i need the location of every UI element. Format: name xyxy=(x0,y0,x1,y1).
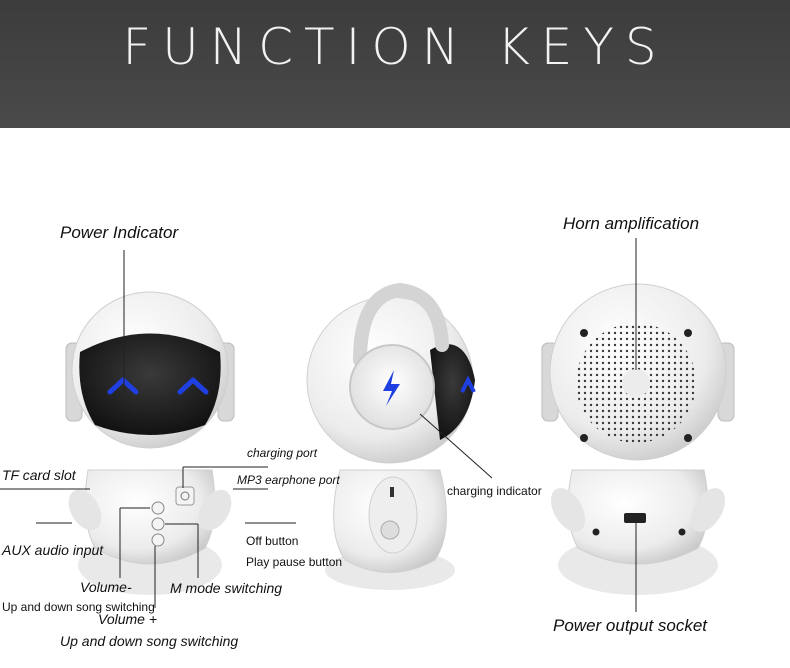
off-button-label: Off button xyxy=(246,534,299,548)
usb-port-icon xyxy=(624,513,646,523)
tf-card-slot-label: TF card slot xyxy=(2,467,76,483)
left-eye-icon xyxy=(107,377,139,395)
volume-minus-label: Volume- xyxy=(80,579,132,595)
volume-plus-label: Volume + xyxy=(98,611,158,627)
m-mode-switching-label: M mode switching xyxy=(170,580,283,596)
robot-back xyxy=(541,283,735,595)
power-indicator-label: Power Indicator xyxy=(60,223,179,242)
play-pause-button-label: Play pause button xyxy=(246,555,343,569)
robot-front xyxy=(65,291,235,595)
right-eye-icon xyxy=(177,377,209,395)
leader-lines xyxy=(0,238,637,612)
volume-plus-button-icon xyxy=(151,533,165,547)
horn-amplification-label: Horn amplification xyxy=(563,214,700,233)
power-output-socket-label: Power output socket xyxy=(553,616,708,635)
charging-indicator-label: charging indicator xyxy=(447,484,542,498)
lightning-bolt-icon xyxy=(383,370,400,406)
charging-port-label: charging port xyxy=(247,446,318,460)
volume-minus-button-icon xyxy=(151,501,165,515)
up-down-song-label-1: Up and down song switching xyxy=(2,600,155,614)
aux-audio-input-label: AUX audio input xyxy=(2,542,104,558)
robot-side xyxy=(306,282,476,590)
up-down-song-label-2: Up and down song switching xyxy=(60,633,239,649)
banner-title: FUNCTION KEYS xyxy=(122,18,668,76)
title-banner: FUNCTION KEYS xyxy=(0,0,790,128)
mp3-earphone-port-label: MP3 earphone port xyxy=(237,473,340,487)
m-mode-button-icon xyxy=(151,517,165,531)
